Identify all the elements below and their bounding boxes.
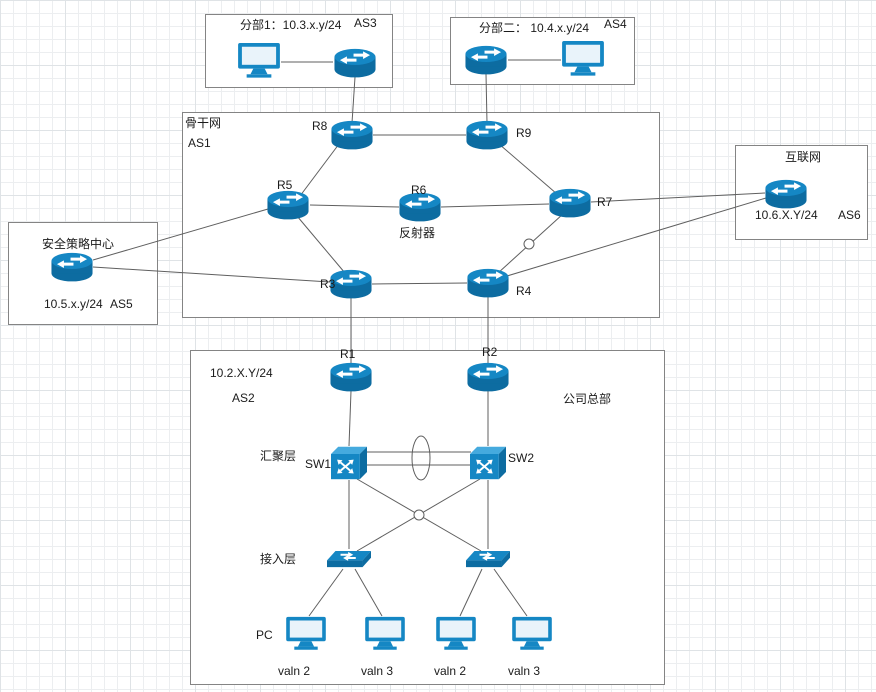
link-access1-pc2 <box>354 568 383 617</box>
link-r8-r5 <box>299 143 340 197</box>
router-r3-icon[interactable] <box>329 269 373 300</box>
vlan-label-4: valn 3 <box>508 664 541 678</box>
group-box-hq <box>190 350 665 685</box>
router-r7-label: R7 <box>597 195 613 209</box>
branch1-as-label: AS3 <box>354 16 377 30</box>
pc2-icon[interactable] <box>364 616 406 652</box>
hq-title-label: 公司总部 <box>563 392 612 406</box>
security-title-label: 安全策略中心 <box>42 237 115 251</box>
router-r4-label: R4 <box>516 284 532 298</box>
sw2-label: SW2 <box>508 451 535 465</box>
branch2-pc-icon[interactable] <box>561 40 605 78</box>
line-jump-bubble <box>523 238 535 250</box>
hq-subnet-label: 10.2.X.Y/24 <box>210 366 273 380</box>
link-access1-pc1 <box>308 568 344 617</box>
access-switch1-icon[interactable] <box>327 549 371 570</box>
switch-sw2-icon[interactable] <box>470 445 506 481</box>
security-router-icon[interactable] <box>50 252 94 283</box>
link-r4-internet <box>506 197 767 277</box>
router-r9-label: R9 <box>516 126 532 140</box>
link-r5-r6 <box>309 204 400 208</box>
router-r4-icon[interactable] <box>466 268 510 299</box>
branch2-as-label: AS4 <box>604 17 627 31</box>
router-r3-label: R3 <box>320 277 336 291</box>
link-branch1-r8 <box>351 76 356 124</box>
vlan-label-2: valn 3 <box>361 664 394 678</box>
link-r5-r3 <box>296 215 346 274</box>
link-security-r5 <box>92 208 269 261</box>
branch1-title-label: 分部1：10.3.x.y/24 <box>240 18 342 32</box>
vlan-label-1: valn 2 <box>278 664 311 678</box>
router-r8-label: R8 <box>312 119 328 133</box>
aggregation-layer-label: 汇聚层 <box>260 449 297 463</box>
line-jump-bubble <box>413 509 425 521</box>
router-r8-icon[interactable] <box>330 120 374 151</box>
router-r7-icon[interactable] <box>548 188 592 219</box>
trunk-aggregation-ellipse <box>411 435 431 481</box>
branch1-router-icon[interactable] <box>333 48 377 79</box>
router-r1-icon[interactable] <box>329 362 373 393</box>
link-security-r3 <box>92 266 331 283</box>
router-r1-label: R1 <box>340 347 356 361</box>
router-r5-icon[interactable] <box>266 190 310 221</box>
switch-sw1-icon[interactable] <box>331 445 367 481</box>
access-layer-label: 接入层 <box>260 552 297 566</box>
reflector-label: 反射器 <box>399 226 436 240</box>
router-r9-icon[interactable] <box>465 120 509 151</box>
router-r5-label: R5 <box>277 178 293 192</box>
router-r2-icon[interactable] <box>466 362 510 393</box>
hq-as-label: AS2 <box>232 391 255 405</box>
link-r6-r7 <box>440 203 550 208</box>
pc4-icon[interactable] <box>511 616 553 652</box>
security-as-label: AS5 <box>110 297 133 311</box>
backbone-as-label: AS1 <box>188 136 211 150</box>
link-branch2-r9 <box>485 73 488 124</box>
link-r1-sw1 <box>348 390 352 447</box>
branch2-router-icon[interactable] <box>464 45 508 76</box>
link-access2-pc4 <box>493 568 528 617</box>
sw1-label: SW1 <box>305 457 332 471</box>
internet-title-label: 互联网 <box>785 150 822 164</box>
pc1-icon[interactable] <box>285 616 327 652</box>
link-access2-pc3 <box>459 568 483 617</box>
internet-as-label: AS6 <box>838 208 861 222</box>
access-switch2-icon[interactable] <box>466 549 510 570</box>
vlan-label-3: valn 2 <box>434 664 467 678</box>
links <box>92 59 767 617</box>
internet-router-icon[interactable] <box>764 179 808 210</box>
branch1-pc-icon[interactable] <box>237 42 281 80</box>
pc3-icon[interactable] <box>435 616 477 652</box>
router-r2-label: R2 <box>482 345 498 359</box>
branch2-title-label: 分部二： 10.4.x.y/24 <box>479 21 590 35</box>
router-r6-label: R6 <box>411 183 427 197</box>
internet-subnet-label: 10.6.X.Y/24 <box>755 208 818 222</box>
pc-label: PC <box>256 628 273 642</box>
link-r7-internet <box>590 192 766 203</box>
security-subnet-label: 10.5.x.y/24 <box>44 297 103 311</box>
link-r9-r7 <box>498 143 558 195</box>
link-r3-r4 <box>371 282 468 285</box>
backbone-title-label: 骨干网 <box>185 116 222 130</box>
